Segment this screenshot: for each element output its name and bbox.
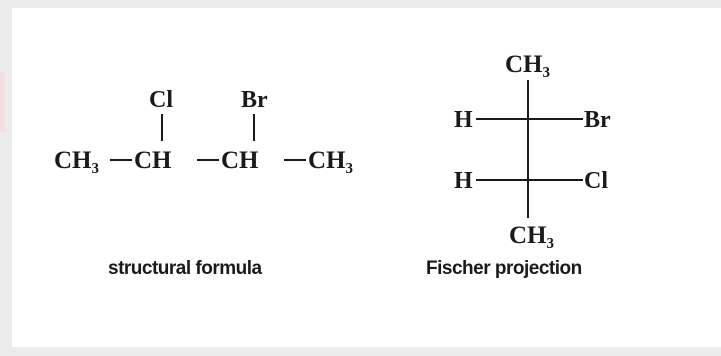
chain-ch-3: CH [221,147,259,174]
fischer-row2-right: Cl [584,168,608,194]
chain-ch3-right: CH₃ [308,147,353,174]
fischer-row1-right: Br [584,107,611,133]
edge-mark [0,72,5,132]
fischer-projection: CH₃ H Br H Cl CH₃ Fischer projection [426,51,611,279]
chain-ch-2: CH [134,147,172,174]
fischer-row1-left: H [454,107,473,133]
figure-card [12,8,721,347]
fischer-bottom-group: CH₃ [509,222,554,249]
substituent-cl: Cl [149,87,173,113]
fischer-top-group: CH₃ [505,51,550,78]
chain-ch3-left: CH₃ [54,147,99,174]
substituent-br: Br [241,87,268,113]
fischer-caption: Fischer projection [426,258,582,279]
structural-formula: CH₃ CH CH CH₃ Cl Br structural formula [54,87,353,279]
fischer-row2-left: H [454,168,473,194]
structural-caption: structural formula [108,258,263,279]
